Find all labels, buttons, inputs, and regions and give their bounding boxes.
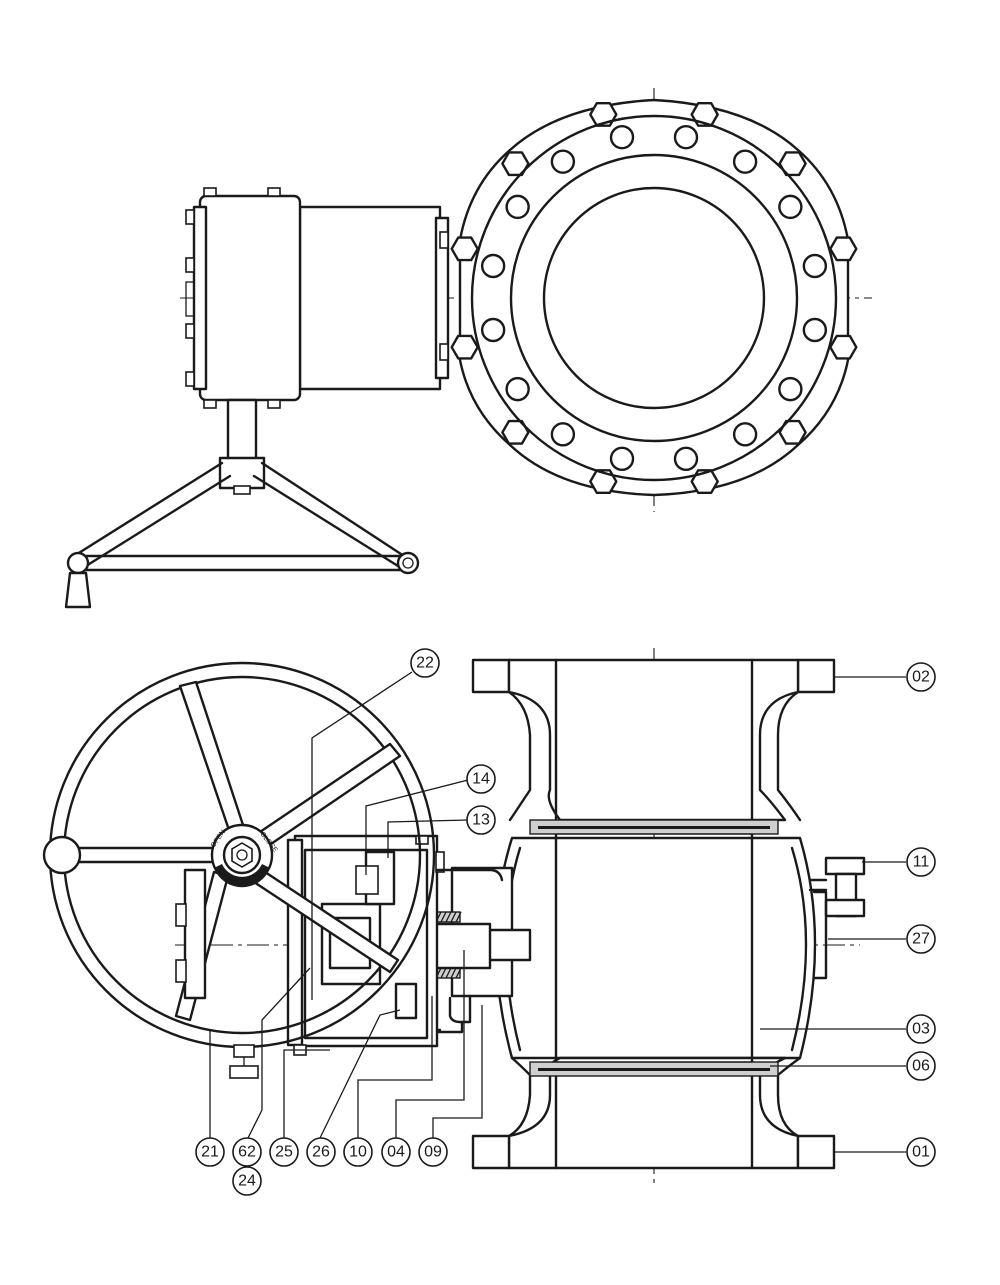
callout-10: 10 (343, 1137, 373, 1167)
svg-text:24: 24 (238, 1173, 256, 1190)
lug-nut (501, 151, 530, 177)
callout-25: 25 (269, 1137, 299, 1167)
gearbox-top-view (185, 187, 450, 409)
svg-text:62: 62 (238, 1144, 256, 1161)
callout-leaders (209, 671, 906, 1153)
callout-11: 11 (906, 847, 936, 877)
bolt-hole (778, 376, 803, 402)
svg-text:02: 02 (912, 669, 930, 686)
callout-26: 26 (306, 1137, 336, 1167)
svg-text:04: 04 (387, 1144, 405, 1161)
lug-nut (829, 236, 858, 262)
flange-outer-ring (470, 114, 838, 482)
top-view (64, 88, 872, 609)
svg-text:11: 11 (913, 854, 930, 871)
bolt-hole (802, 253, 828, 279)
lug-nut (501, 419, 530, 445)
svg-text:26: 26 (312, 1144, 330, 1161)
bolt-hole (480, 253, 506, 279)
svg-text:25: 25 (275, 1144, 293, 1161)
packing-hatch-line (450, 911, 457, 923)
valve-body (471, 658, 836, 1170)
body-bolt (808, 856, 866, 918)
svg-text:22: 22 (416, 655, 434, 672)
operating-wrench (64, 398, 420, 609)
bolt-hole (673, 124, 699, 150)
svg-text:10: 10 (349, 1144, 367, 1161)
bolt-hole (550, 149, 576, 174)
bolt-hole (550, 422, 576, 447)
callout-06: 06 (906, 1051, 936, 1081)
bolt-hole (802, 317, 828, 343)
flange-bolt-holes (480, 124, 828, 472)
bolt-hole (609, 124, 635, 150)
bolt-hole (778, 194, 803, 220)
callout-13: 13 (466, 805, 496, 835)
svg-text:09: 09 (424, 1144, 442, 1161)
bolt-hole (505, 376, 530, 402)
packing-hatch-line (440, 967, 447, 979)
callout-62: 62 (232, 1137, 262, 1167)
section-view: OPEN CLOSE (42, 648, 936, 1196)
bolt-hole (609, 446, 635, 472)
lug-nut (589, 101, 618, 127)
lug-nut (829, 334, 858, 360)
callout-03: 03 (906, 1014, 936, 1044)
callout-27: 27 (906, 924, 936, 954)
handwheel: OPEN CLOSE (42, 661, 436, 1079)
callout-09: 09 (418, 1137, 448, 1167)
bolt-hole (505, 194, 530, 220)
packing-hatch-line (440, 911, 447, 923)
svg-text:01: 01 (912, 1144, 930, 1161)
lug-nut (450, 334, 479, 360)
lug-nut (778, 151, 807, 177)
callout-bubbles: 22 14 13 02 11 27 03 06 01 21 62 24 25 2… (195, 648, 936, 1196)
bolt-hole (732, 422, 758, 447)
bolt-hole (480, 317, 506, 343)
callout-22: 22 (410, 648, 440, 678)
packing-hatch-line (450, 967, 457, 979)
svg-text:13: 13 (472, 812, 490, 829)
callout-24: 24 (232, 1166, 262, 1196)
flange-bolt-ring (509, 153, 799, 443)
packing-hatch-line (445, 911, 452, 923)
packing-hatch-line (455, 967, 462, 979)
handwheel-knob (42, 835, 82, 875)
svg-text:03: 03 (912, 1021, 930, 1038)
lug-nut (589, 469, 618, 494)
packing-hatch-line (455, 911, 462, 923)
lug-nut (778, 419, 807, 445)
valve-bore (542, 186, 766, 410)
svg-text:27: 27 (912, 931, 930, 948)
callout-14: 14 (466, 764, 496, 794)
bolt-hole (673, 446, 699, 472)
callout-04: 04 (381, 1137, 411, 1167)
bolt-hole (732, 149, 758, 174)
svg-text:06: 06 (912, 1058, 930, 1075)
callout-21: 21 (195, 1137, 225, 1167)
svg-text:14: 14 (472, 771, 490, 788)
lug-nut (450, 236, 479, 262)
svg-text:21: 21 (201, 1144, 219, 1161)
callout-02: 02 (906, 662, 936, 692)
callout-01: 01 (906, 1137, 936, 1167)
packing-hatch-line (445, 967, 452, 979)
trunnion-27 (812, 890, 828, 980)
flange-lugs (450, 98, 858, 497)
